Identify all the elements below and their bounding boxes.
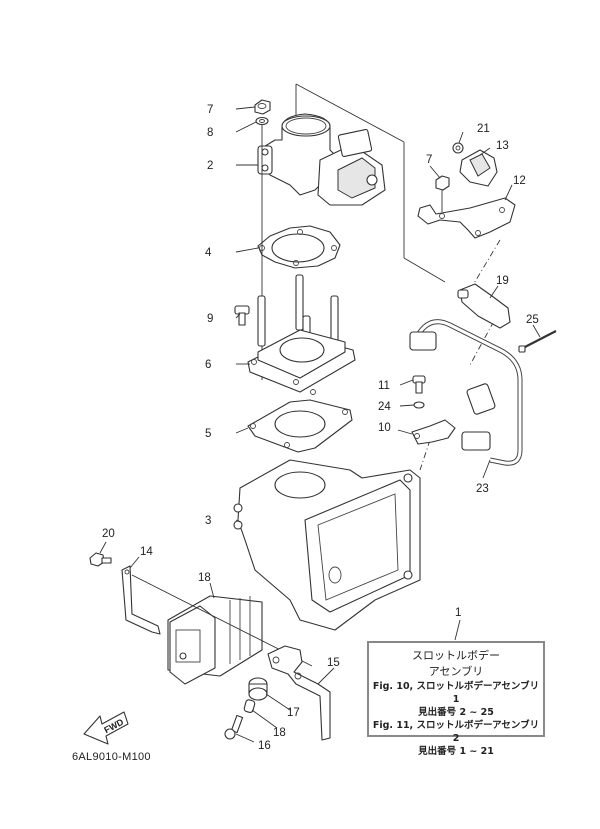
nut-22	[452, 142, 464, 154]
callout-16: 16	[258, 740, 271, 752]
spacer-plate-6	[247, 329, 356, 393]
bracket-15	[121, 565, 161, 635]
callout-8: 8	[207, 127, 213, 139]
callout-15: 14	[140, 546, 153, 558]
intake-adapter-3	[233, 459, 421, 631]
clip-holder-13	[459, 149, 498, 187]
callout-4: 4	[205, 247, 212, 259]
callout-2: 2	[207, 160, 213, 172]
callout-7-right: 7	[426, 154, 432, 166]
legend-ref2-line2: 見出番号 1 ~ 21	[418, 746, 494, 757]
wire-harness-23	[409, 319, 523, 466]
callout-23: 23	[476, 483, 489, 495]
legend-title-line2: アセンブリ	[428, 665, 484, 678]
grommet-17	[248, 677, 268, 701]
callout-25: 25	[526, 314, 539, 326]
washer-24	[413, 401, 425, 409]
assembly-frame-lines	[295, 83, 501, 471]
cable-tie-25	[518, 330, 557, 353]
callout-6: 6	[205, 359, 211, 371]
callout-22: 21	[477, 123, 490, 135]
callout-13: 13	[496, 140, 509, 152]
callout-12: 12	[513, 175, 526, 187]
callout-21: 20	[102, 528, 115, 540]
sensor-20	[457, 283, 511, 329]
callout-1: 1	[455, 607, 461, 619]
throttle-body	[257, 113, 386, 206]
bolt-21	[89, 552, 112, 567]
callout-17: 17	[287, 707, 300, 719]
legend-ref1-line1: Fig. 10, スロットルボデーアセンブリ 1	[372, 681, 540, 705]
callout-labels: 7 8 2 4 9 6 5 3 20 14 18 7 21 13 12 19 2…	[102, 104, 539, 752]
callout-5: 5	[205, 428, 211, 440]
gasket-5	[247, 389, 353, 453]
sensor-bracket-10	[411, 419, 456, 445]
callout-14: 15	[327, 657, 340, 669]
callout-19: 18	[198, 572, 211, 584]
bracket-stay-14	[267, 645, 331, 741]
callout-7-upper: 7	[207, 104, 213, 116]
assembly-legend-box: スロットルボデー アセンブリ Fig. 10, スロットルボデーアセンブリ 1 …	[367, 641, 545, 757]
bracket-plate-12	[417, 197, 516, 239]
bolt-11	[412, 375, 426, 394]
callout-3: 3	[205, 515, 211, 527]
callout-10: 10	[378, 422, 391, 434]
collar-18	[243, 699, 256, 713]
callout-11: 11	[378, 380, 390, 392]
figure-code: 6AL9010-M100	[72, 751, 151, 763]
nut-7-upper	[254, 99, 271, 115]
gasket-4	[257, 225, 341, 269]
canister-19	[167, 595, 263, 685]
leader-lines	[99, 106, 541, 743]
callout-9: 9	[207, 313, 213, 325]
legend-title-line1: スロットルボデー	[412, 649, 500, 662]
bolt-9	[234, 305, 250, 326]
callout-20: 19	[496, 275, 509, 287]
callout-24: 24	[378, 401, 391, 413]
washer-8	[255, 116, 269, 126]
legend-ref1-line2: 見出番号 2 ~ 25	[418, 707, 494, 718]
fwd-arrow-icon: FWD	[83, 711, 129, 745]
nut-7-right	[435, 175, 450, 212]
callout-18: 18	[273, 727, 286, 739]
legend-ref2-line1: Fig. 11, スロットルボデーアセンブリ 2	[372, 720, 540, 744]
bolt-16	[224, 714, 244, 740]
